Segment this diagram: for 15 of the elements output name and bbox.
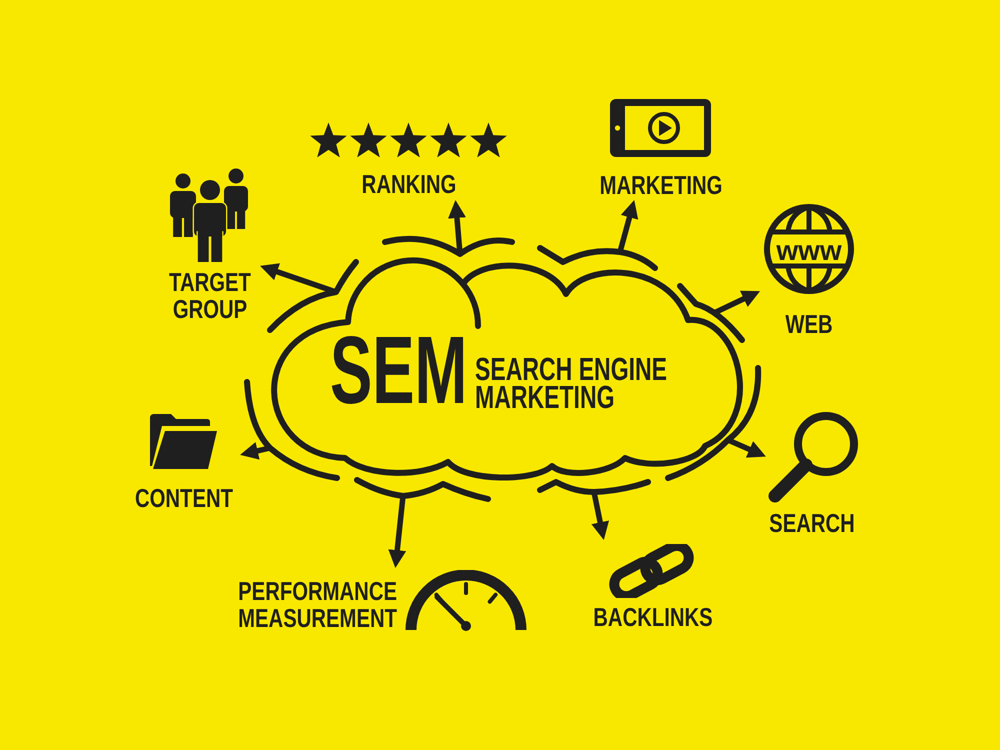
topic-label: WEB xyxy=(785,311,833,338)
topic-label: SEARCH xyxy=(769,510,855,537)
arrow xyxy=(712,290,760,316)
topic-label: BACKLINKS xyxy=(593,604,713,631)
topic-label: RANKING xyxy=(362,171,456,198)
topic-label: PERFORMANCE MEASUREMENT xyxy=(237,578,397,632)
globe-text: www xyxy=(776,237,842,265)
acronym-heading: SEM xyxy=(330,323,468,419)
arrow xyxy=(388,496,406,568)
topic-label: TARGET GROUP xyxy=(168,269,252,323)
heading-text: SEARCH ENGINE MARKETING xyxy=(475,355,668,411)
topic-label: CONTENT xyxy=(135,485,233,512)
topic-label: MARKETING xyxy=(600,172,722,199)
arrow xyxy=(240,442,271,460)
arrow xyxy=(726,437,766,458)
